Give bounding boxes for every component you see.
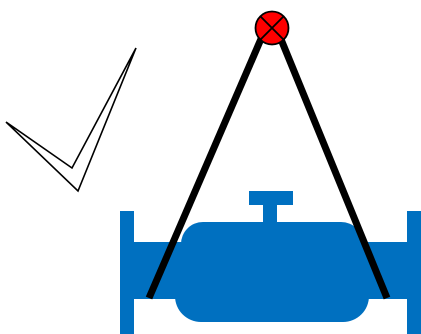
lifting-sling-icon: [145, 30, 391, 300]
sling-right-leg: [274, 30, 391, 300]
valve-left-flange: [120, 211, 134, 334]
checkmark-icon: [5, 47, 137, 193]
valve-body: [175, 250, 369, 322]
valve-handwheel: [249, 191, 293, 205]
valve-right-flange: [407, 211, 421, 334]
sling-left-leg: [145, 30, 268, 300]
crane-hook-icon: [254, 10, 290, 46]
valve-icon: [120, 191, 421, 334]
